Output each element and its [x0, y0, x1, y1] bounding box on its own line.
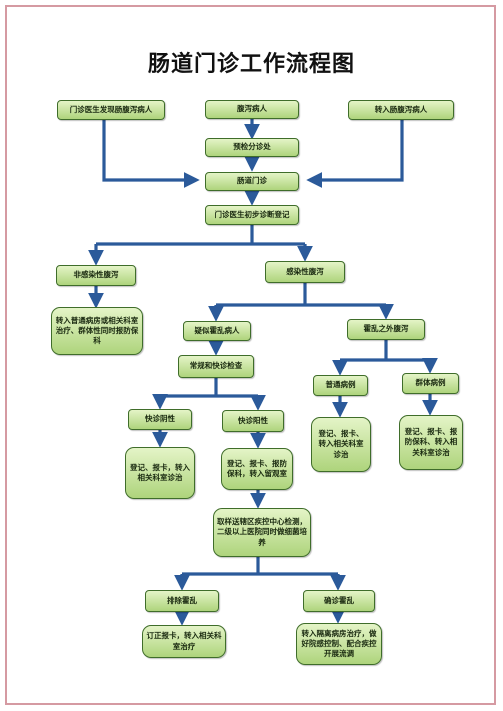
node-routine-rapid-test: 常规和快诊检查	[178, 355, 254, 378]
node-cdc-test: 取样送辖区疾控中心检测，二级以上医院同时做细菌培养	[213, 508, 311, 557]
arrow-transfer-to-clinic	[306, 118, 404, 188]
node-non-infectious: 非感染性腹泻	[56, 265, 136, 286]
node-ordinary-case: 普通病例	[313, 375, 368, 396]
node-diarrhea-patient: 腹泻病人	[205, 100, 299, 119]
page-title: 肠道门诊工作流程图	[147, 52, 355, 77]
arrow-infectious-split	[216, 282, 386, 307]
node-correct-report: 订正报卡，转入相关科室治疗	[142, 625, 226, 658]
node-transfer-patient: 转入肠腹泻病人	[348, 100, 454, 120]
node-confirm-cholera: 确诊霍乱	[303, 590, 375, 612]
node-transfer-general: 转入普通病房或相关科室治疗、群体性同时报防保科	[51, 307, 143, 355]
node-rapid-negative: 快诊阴性	[128, 409, 192, 430]
node-non-cholera: 霍乱之外腹泻	[347, 319, 425, 340]
node-initial-diagnosis: 门诊医生初步诊断登记	[205, 205, 299, 225]
arrow-doctor-to-clinic	[102, 118, 200, 188]
node-register-ordinary: 登记、报卡、转入相关科室诊治	[311, 417, 371, 472]
node-suspected-cholera: 疑似霍乱病人	[183, 321, 251, 341]
arrow-cdc-split	[182, 556, 338, 576]
node-group-case: 群体病例	[402, 373, 459, 394]
node-infectious: 感染性腹泻	[265, 261, 345, 283]
node-doctor-found: 门诊医生发现肠腹泻病人	[57, 100, 165, 120]
arrow-test-split	[160, 378, 258, 398]
node-rapid-positive: 快诊阳性	[222, 410, 284, 432]
arrow-non-cholera-split	[340, 340, 430, 362]
node-triage: 预检分诊处	[205, 138, 299, 157]
node-isolation: 转入隔离病房治疗，做好院感控制、配合疾控开展流调	[296, 623, 382, 665]
node-intestinal-clinic: 肠道门诊	[205, 172, 299, 191]
node-register-group: 登记、报卡、报防保科、转入相关科室诊治	[399, 415, 463, 470]
node-register-negative: 登记、报卡，转入相关科室诊治	[125, 447, 195, 499]
node-exclude-cholera: 排除霍乱	[145, 590, 219, 612]
node-register-positive: 登记、报卡、报防保科，转入留观室	[221, 448, 293, 490]
arrow-diagnosis-split	[96, 224, 305, 246]
page-border	[5, 5, 496, 705]
